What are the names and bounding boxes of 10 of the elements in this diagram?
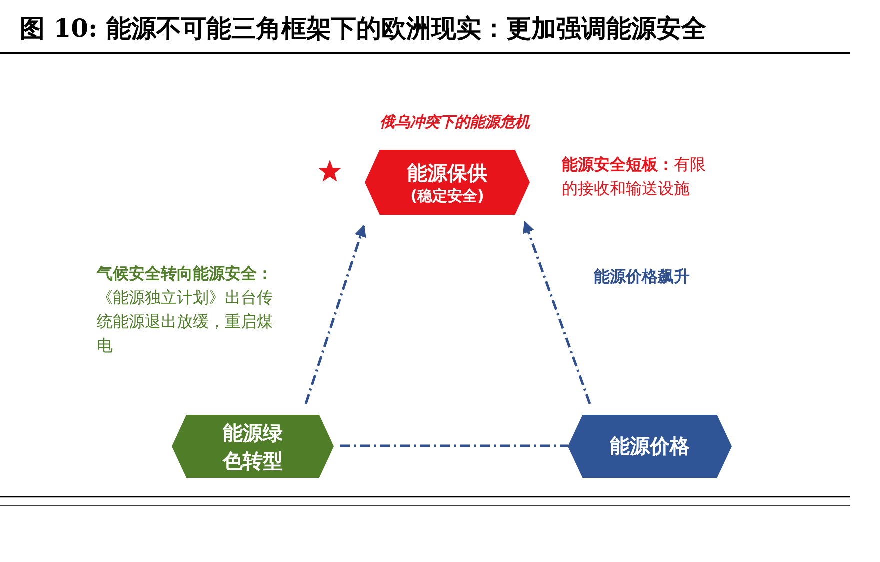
hexagon-box: 能源保供 (稳定安全)	[365, 150, 530, 215]
arrow	[522, 220, 592, 404]
note: 能源安全短板：有限的接收和输送设施	[562, 154, 707, 200]
hexagon-box: 能源绿色转型	[172, 415, 334, 478]
title: 图 10: 能源不可能三角框架下的欧洲现实：更加强调能源安全	[20, 13, 706, 45]
node-label: 俄乌冲突下的能源危机	[380, 113, 530, 132]
connector-line	[340, 444, 568, 448]
arrow	[304, 224, 366, 404]
note: 气候安全转向能源安全：《能源独立计划》出台传统能源退出放缓，重启煤电	[97, 263, 274, 357]
hexagon-box: 能源价格	[568, 415, 732, 478]
